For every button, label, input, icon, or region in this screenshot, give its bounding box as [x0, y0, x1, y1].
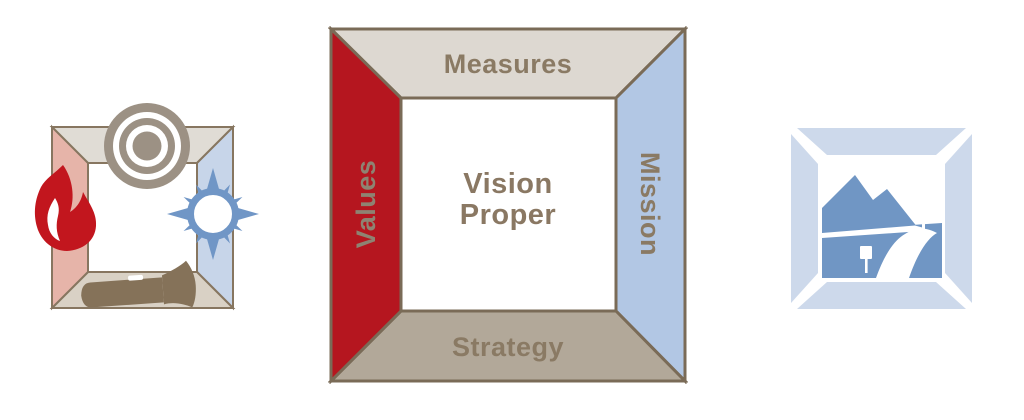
picture-frame — [791, 128, 972, 309]
landscape-signpost-stem — [865, 259, 868, 273]
strategy-label: Strategy — [452, 332, 564, 362]
compass-icon — [167, 168, 259, 260]
mission-label: Mission — [635, 152, 665, 256]
values-label: Values — [351, 160, 381, 249]
frame-center-panel — [399, 96, 618, 313]
landscape-icon — [822, 175, 942, 278]
picture-frame-bottom — [797, 282, 966, 309]
vision-frame-diagram: Measures Strategy Values Mission Vision … — [328, 26, 688, 384]
landscape-horizon-line — [822, 225, 924, 238]
landscape-road — [876, 228, 937, 278]
measures-label: Measures — [444, 49, 573, 79]
vision-frame — [328, 26, 688, 384]
picture-frame-top — [797, 128, 966, 155]
vision-proper-title-line1: Vision — [463, 168, 553, 200]
landscape-gap — [922, 224, 925, 237]
vision-proper-title-line2: Proper — [460, 199, 556, 231]
picture-frame-left — [791, 134, 818, 303]
icons-frame-figure — [34, 103, 259, 311]
flashlight-icon — [81, 260, 196, 308]
flame-icon — [34, 165, 97, 251]
landscape-signpost — [860, 246, 872, 259]
target-icon — [104, 103, 190, 189]
landscape-mountains — [822, 175, 918, 235]
vision-picture-figure — [791, 128, 972, 309]
picture-frame-right — [945, 134, 972, 303]
